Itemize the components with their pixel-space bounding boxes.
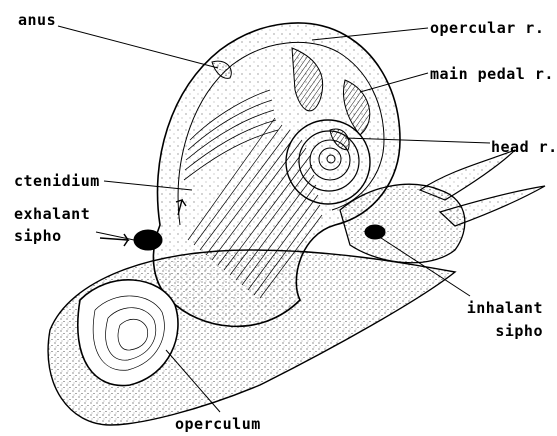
label-exhalant: exhalant: [14, 206, 90, 222]
tentacle-upper: [420, 150, 515, 200]
inhalant-siphon-opening: [365, 225, 385, 239]
label-anus: anus: [18, 12, 56, 28]
label-inhalant-sipho: sipho: [495, 323, 543, 339]
label-operculum: operculum: [175, 416, 261, 432]
label-exhalant-sipho: sipho: [14, 228, 62, 244]
exhalant-siphon-opening: [134, 230, 162, 250]
label-inhalant: inhalant: [467, 300, 543, 316]
label-opercular-r: opercular r.: [430, 20, 544, 36]
label-head-r: head r.: [491, 139, 557, 155]
label-ctenidium: ctenidium: [14, 173, 100, 189]
label-main-pedal-r: main pedal r.: [430, 66, 554, 82]
